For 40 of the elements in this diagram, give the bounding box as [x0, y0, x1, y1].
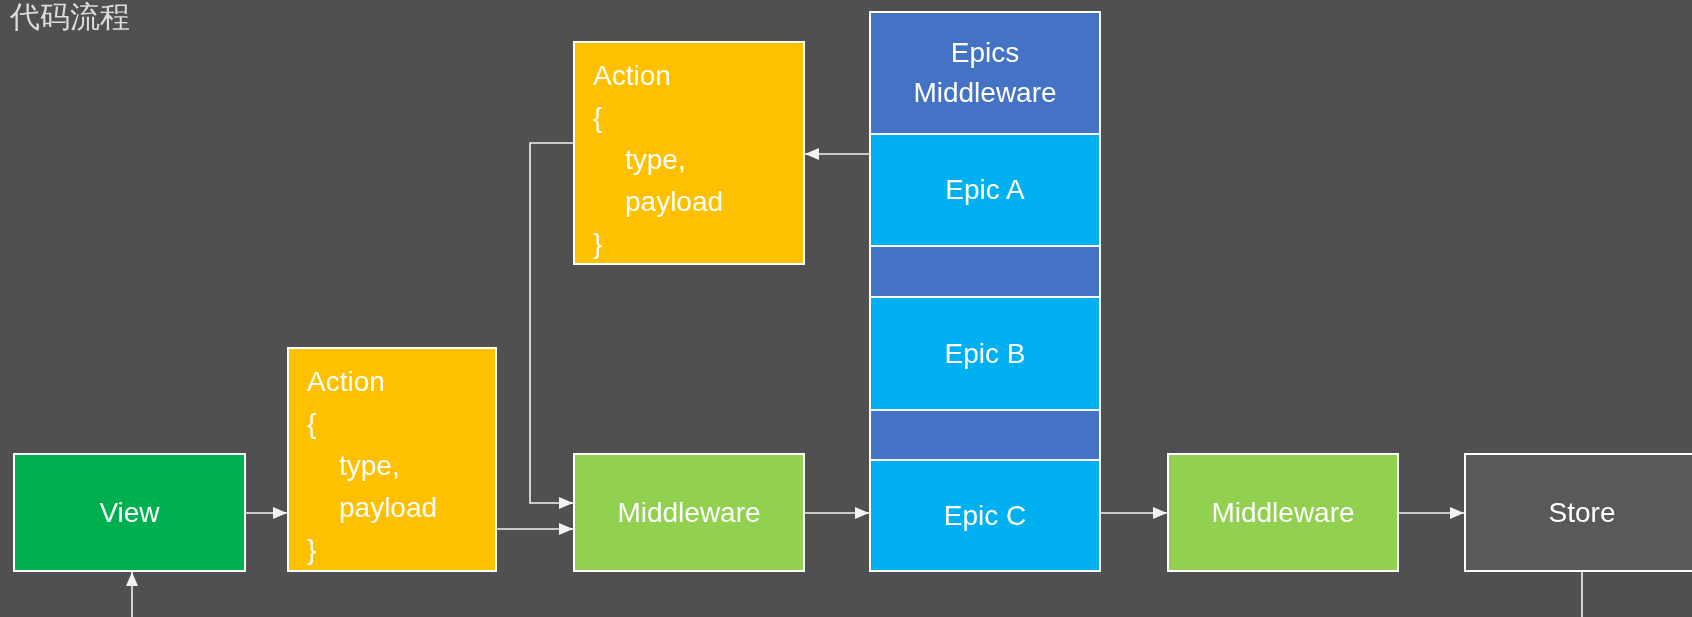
box-label: View — [99, 495, 160, 530]
view-box — [13, 453, 246, 572]
middleware-header — [869, 11, 1101, 135]
box-label: Middleware — [617, 495, 761, 530]
arrow — [126, 571, 138, 617]
epic-box — [869, 133, 1101, 247]
box-label: Epic B — [944, 336, 1026, 371]
code-line: payload — [338, 491, 439, 525]
arrow — [1398, 507, 1465, 519]
box-label: Epic C — [943, 498, 1027, 533]
code-line: type, — [338, 449, 401, 483]
arrow — [496, 523, 574, 535]
epic-box — [869, 459, 1101, 572]
connector-line — [1581, 571, 1583, 617]
code-line: Action — [307, 365, 386, 399]
code-line: Action — [593, 59, 672, 93]
action-box — [287, 347, 497, 572]
code-line: } — [307, 533, 318, 567]
separator-bar — [869, 245, 1101, 298]
arrow — [804, 507, 870, 519]
code-line: type, — [624, 143, 687, 177]
store-box — [1464, 453, 1692, 572]
code-line: payload — [624, 185, 725, 219]
box-label: Middleware — [1211, 495, 1355, 530]
arrow — [1100, 507, 1168, 519]
middleware-box — [573, 453, 805, 572]
arrow — [245, 507, 288, 519]
middleware-box — [1167, 453, 1399, 572]
action-box — [573, 41, 805, 265]
code-line: { — [307, 407, 318, 441]
title: 代码流程 — [10, 0, 130, 36]
separator-bar — [869, 409, 1101, 461]
arrow — [804, 148, 870, 160]
box-label: Store — [1548, 495, 1616, 530]
arrow — [529, 142, 574, 509]
code-line: { — [593, 101, 604, 135]
epic-box — [869, 296, 1101, 411]
box-label: Epics Middleware — [912, 36, 1058, 110]
box-label: Epic A — [945, 173, 1025, 207]
code-line: } — [593, 227, 604, 261]
